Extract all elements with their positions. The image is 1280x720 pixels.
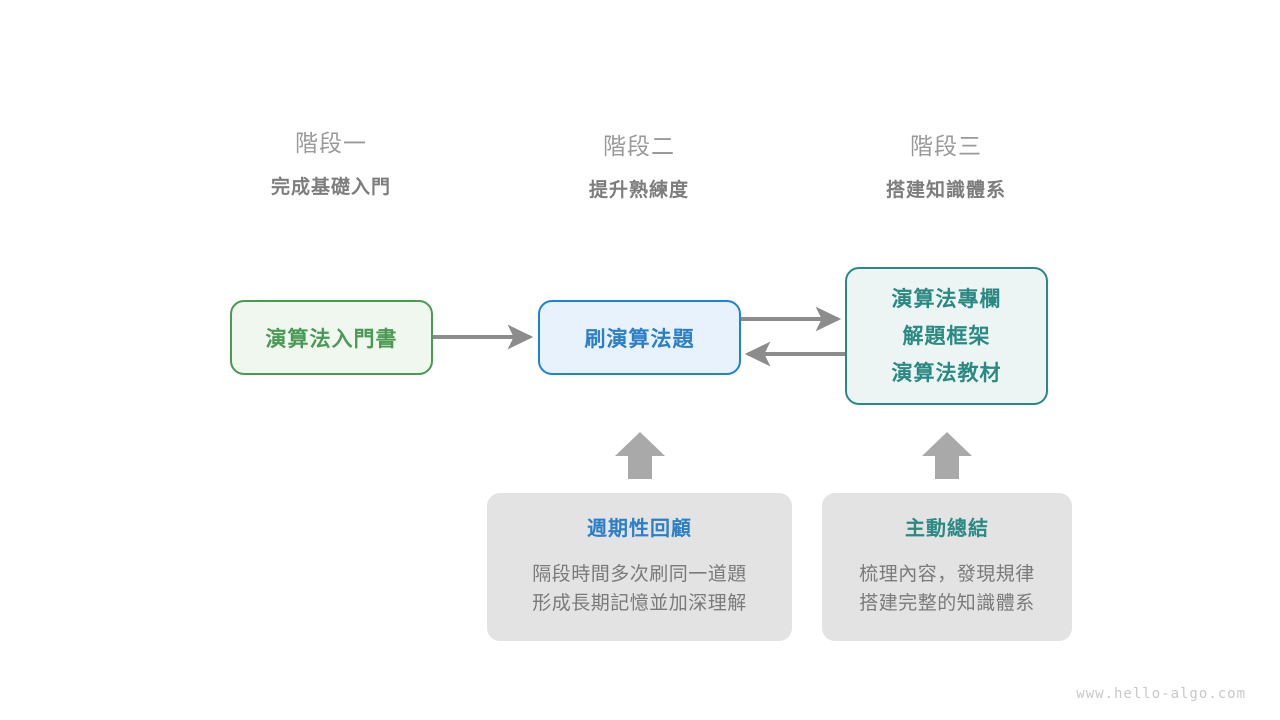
node-learning-resources[interactable]: 演算法專欄 解題框架 演算法教材 [845,267,1048,405]
stage-header-3: 階段三 搭建知識體系 [816,131,1076,205]
card-periodic-review[interactable]: 週期性回顧 隔段時間多次刷同一道題 形成長期記憶並加深理解 [487,493,792,641]
card-active-summary[interactable]: 主動總結 梳理內容，發現規律 搭建完整的知識體系 [822,493,1072,641]
stage-subtitle-3: 搭建知識體系 [885,180,1006,201]
card-periodic-review-line-2: 形成長期記憶並加深理解 [532,593,747,614]
stage-subtitle-1: 完成基礎入門 [270,177,391,198]
node-practice-problems-label: 刷演算法題 [584,327,695,351]
card-periodic-review-title: 週期性回顧 [587,518,692,540]
stage-title-1: 階段一 [295,130,367,156]
node-learning-resources-line-1: 演算法專欄 [891,287,1002,311]
arrow-review-to-practice [615,432,665,479]
card-periodic-review-line-1: 隔段時間多次刷同一道題 [532,564,747,585]
stage-title-2: 階段二 [603,133,675,159]
node-practice-problems[interactable]: 刷演算法題 [538,300,741,375]
card-active-summary-title: 主動總結 [905,518,989,540]
site-watermark: www.hello-algo.com [1076,686,1246,702]
card-active-summary-line-1: 梳理內容，發現規律 [859,564,1035,585]
stage-header-2: 階段二 提升熟練度 [509,131,769,205]
card-active-summary-body: 梳理內容，發現規律 搭建完整的知識體系 [822,560,1072,618]
stage-header-1: 階段一 完成基礎入門 [201,128,461,202]
stage-subtitle-2: 提升熟練度 [588,180,689,201]
card-periodic-review-body: 隔段時間多次刷同一道題 形成長期記憶並加深理解 [487,560,792,618]
stage-title-3: 階段三 [910,133,982,159]
node-intro-book[interactable]: 演算法入門書 [230,300,433,375]
node-intro-book-label: 演算法入門書 [265,327,398,351]
node-learning-resources-line-3: 演算法教材 [891,361,1002,385]
node-learning-resources-line-2: 解題框架 [902,324,991,348]
card-active-summary-line-2: 搭建完整的知識體系 [859,593,1035,614]
arrow-summary-to-resources [922,432,972,479]
